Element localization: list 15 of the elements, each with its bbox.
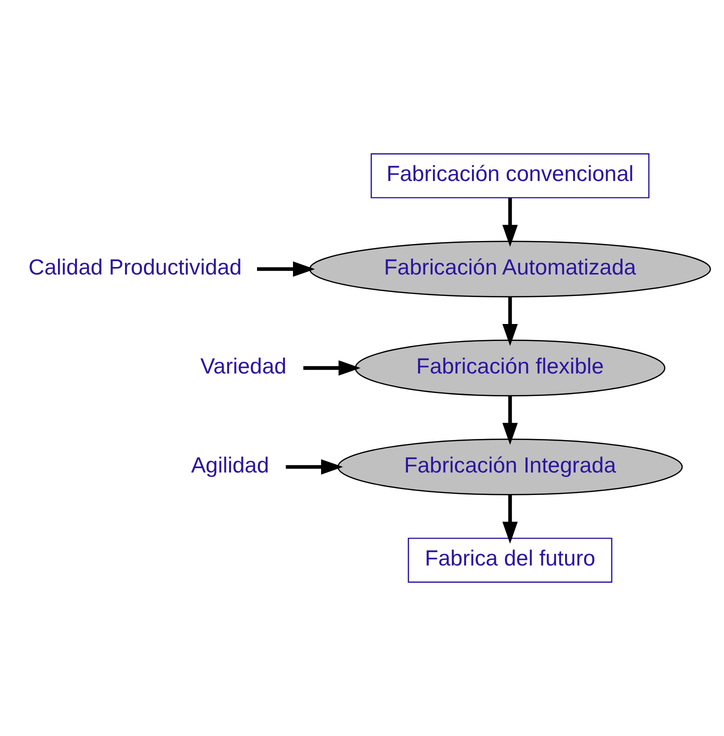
arrow [257,261,315,277]
node-ellipse: Fabricación Automatizada [309,240,711,298]
node-box: Fabricación convencional [370,153,650,198]
node-ellipse: Fabricación Integrada [337,438,683,496]
node-text: Agilidad [191,452,270,478]
arrow [303,360,361,376]
arrow [502,494,518,544]
node-text: Calidad Productividad [28,254,242,280]
arrow [502,396,518,445]
node-box: Fabrica del futuro [408,538,612,583]
node-ellipse: Fabricación flexible [354,340,666,396]
arrow [286,459,344,475]
arrow [502,296,518,346]
node-text: Variedad [200,353,286,378]
arrow [502,198,518,247]
